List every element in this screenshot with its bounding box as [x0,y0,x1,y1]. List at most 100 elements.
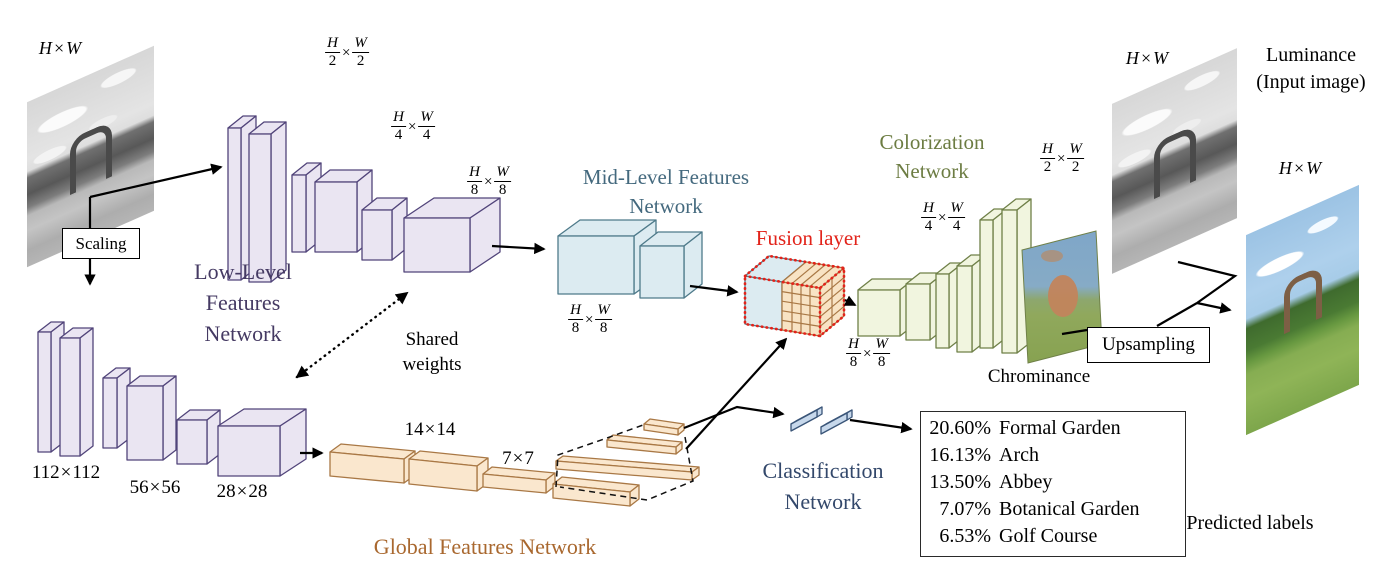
global-features-0-front [329,451,405,484]
classification-group [790,406,853,435]
low-level-bottom-group [37,321,307,477]
shared-weights-arrow [295,291,409,379]
scaling-label: Scaling [75,233,127,253]
colorization-network-title: Colorization Network [880,128,985,186]
fusion-grid-line [791,263,817,285]
low-level-bottom-3-front [126,385,164,461]
network-boxes [37,115,1032,507]
prediction-class: Botanical Garden [999,498,1140,520]
size-56-label: 56×56 [129,477,181,498]
fusion-red-dotted-outline [743,254,846,338]
upsampling-label: Upsampling [1102,334,1195,355]
prediction-percent: 13.50% [929,471,991,493]
title-line: Mid-Level Features [582,165,750,189]
global-fc-2-front [643,423,679,436]
low-level-top-0-front [227,127,242,281]
global-fc-group [555,418,700,481]
shared-weights-label: Shared weights [402,327,461,377]
title-line: Network [895,159,969,183]
arrow-fusion-to-colorization [843,295,857,306]
fusion-layer-box [743,254,846,338]
output-size-label: H×W [1278,158,1322,178]
prediction-percent: 7.07% [939,498,991,520]
classification-0-side [816,406,823,418]
prediction-class: Arch [999,444,1039,466]
prediction-class: Formal Garden [999,417,1121,439]
low-level-network-title: Low-Level Features Network [194,256,292,349]
low-level-top-4-front [361,209,393,261]
size-28-label: 28×28 [216,481,268,502]
colorization-1-front [905,283,931,341]
luminance-size-label: H×W [1125,48,1169,68]
scaling-box: Scaling [62,228,140,259]
global-features-group [329,443,640,507]
low-level-top-2-front [291,174,307,253]
fusion-grid-line [800,264,826,286]
input-size-label: H×W [38,38,82,58]
line-luminance-to-junction [1177,260,1238,304]
prediction-percent: 20.60% [929,417,991,439]
fully-connected-funnel-dashes [555,424,694,501]
title-line: Classification [762,458,884,483]
prediction-row: 16.13%Arch [929,442,1175,469]
title-line: weights [402,354,462,375]
prediction-class: Golf Course [999,525,1098,547]
colorization-4-front [979,219,994,349]
classification-network-title: Classification Network [763,455,884,517]
prediction-percent: 6.53% [939,525,991,547]
chrominance-label: Chrominance [987,366,1091,387]
title-line: Shared [405,329,459,350]
low-level-bottom-4-front [176,419,208,465]
title-line: Luminance [1266,44,1356,66]
predicted-labels-caption: Predicted labels [1186,512,1314,534]
low-level-bottom-1-side [79,327,94,457]
upsampling-box: Upsampling [1087,327,1210,363]
global-fc-0-front [555,460,693,481]
fusion-grid-line [809,265,835,287]
arrow-global-to-classification [683,405,785,430]
size-112-label: 112×112 [31,462,101,483]
title-line: Network [629,194,703,218]
arrows [84,163,1238,459]
title-line: Network [784,489,862,514]
chrominance-blob [1041,250,1063,262]
mid-level-0-front [557,235,635,295]
arrow-global-to-fusion [685,337,788,450]
colorization-group [857,198,1032,354]
title-line: Network [204,321,282,346]
classification-1-front [820,412,848,435]
title-line: Colorization [879,130,985,154]
arrow-input-to-top-branch [89,163,223,199]
global-fc-1-front [606,439,677,455]
prediction-row: 20.60% Formal Garden [929,415,1175,442]
prediction-class: Abbey [999,471,1053,493]
low-level-bottom-5-front [217,425,281,477]
global-features-1-front [408,458,478,492]
low-level-top-3-front [314,181,358,253]
colorization-3-front [956,265,973,353]
mid-level-1-front [639,245,685,299]
classification-0-front [790,409,818,432]
size-7-label: 7×7 [502,448,534,469]
prediction-row: 7.07% Botanical Garden [929,496,1175,523]
colorization-0-front [857,289,901,337]
luminance-label: Luminance (Input image) [1256,42,1365,96]
mid-level-group [557,219,703,299]
low-level-bottom-1-front [59,337,81,457]
global-features-network-title: Global Features Network [373,534,597,559]
arrow-lowlevel-to-midlevel [491,242,546,255]
low-level-top-5-front [403,217,471,273]
colorization-2-front [935,273,950,349]
low-level-top-group [227,115,501,283]
arrow-midlevel-to-fusion [689,284,739,297]
